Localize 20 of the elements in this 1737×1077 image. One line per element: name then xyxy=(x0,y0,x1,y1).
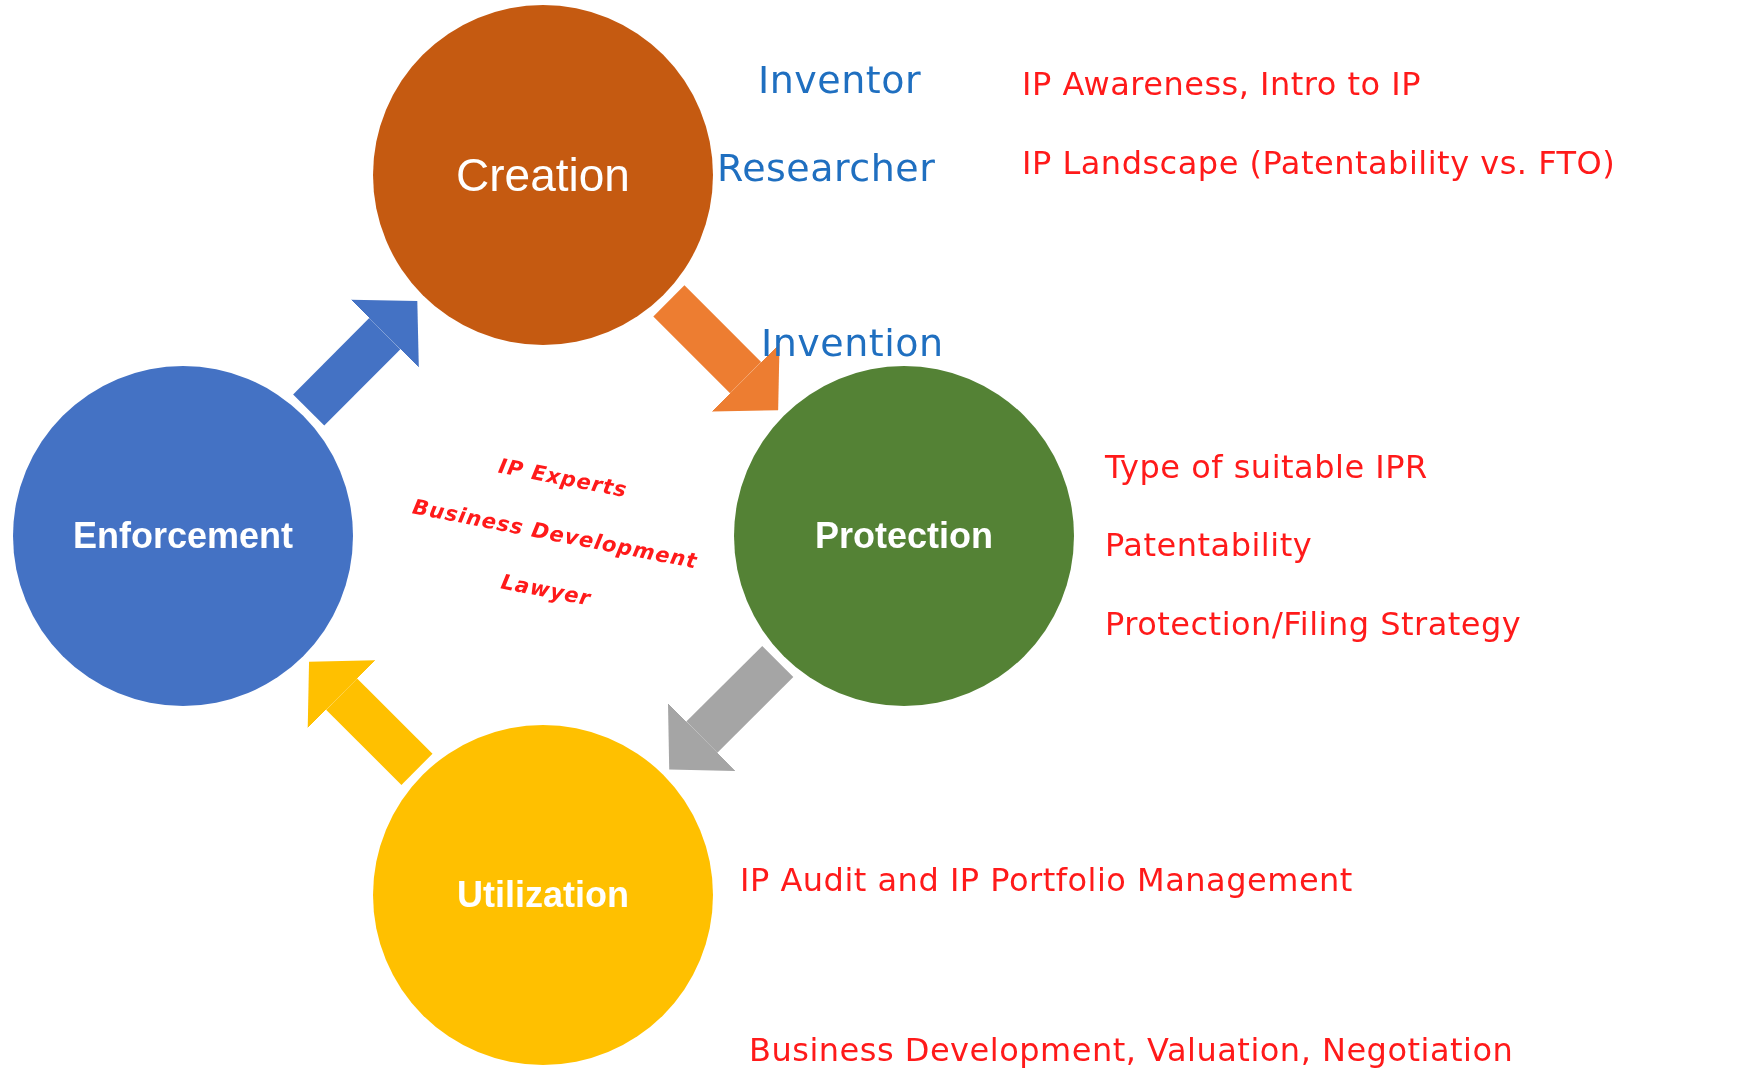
label-text: IP Awareness, Intro to IP xyxy=(1022,65,1422,103)
label-text: Patentability xyxy=(1105,526,1313,564)
block-arrow xyxy=(653,285,780,412)
node-label: Enforcement xyxy=(72,515,293,557)
block-arrow xyxy=(668,645,794,772)
label-text: Lawyer xyxy=(498,569,594,611)
label-text: Invention xyxy=(761,321,944,365)
block-arrow xyxy=(307,660,433,785)
label-text: Type of suitable IPR xyxy=(1105,448,1428,486)
label-text: Inventor xyxy=(758,58,921,102)
block-arrow xyxy=(293,299,419,426)
label-text: Protection/Filing Strategy xyxy=(1105,605,1522,643)
node-label: Creation xyxy=(456,148,630,202)
label-text: Business Development, Valuation, Negotiation xyxy=(749,1031,1514,1069)
label-text: Researcher xyxy=(717,146,936,190)
label-text: IP Landscape (Patentability vs. FTO) xyxy=(1022,144,1616,182)
label-text: IP Audit and IP Portfolio Management xyxy=(740,861,1353,899)
label-text: IP Experts xyxy=(496,453,630,503)
node-label: Utilization xyxy=(457,874,629,916)
node-label: Protection xyxy=(815,515,993,557)
